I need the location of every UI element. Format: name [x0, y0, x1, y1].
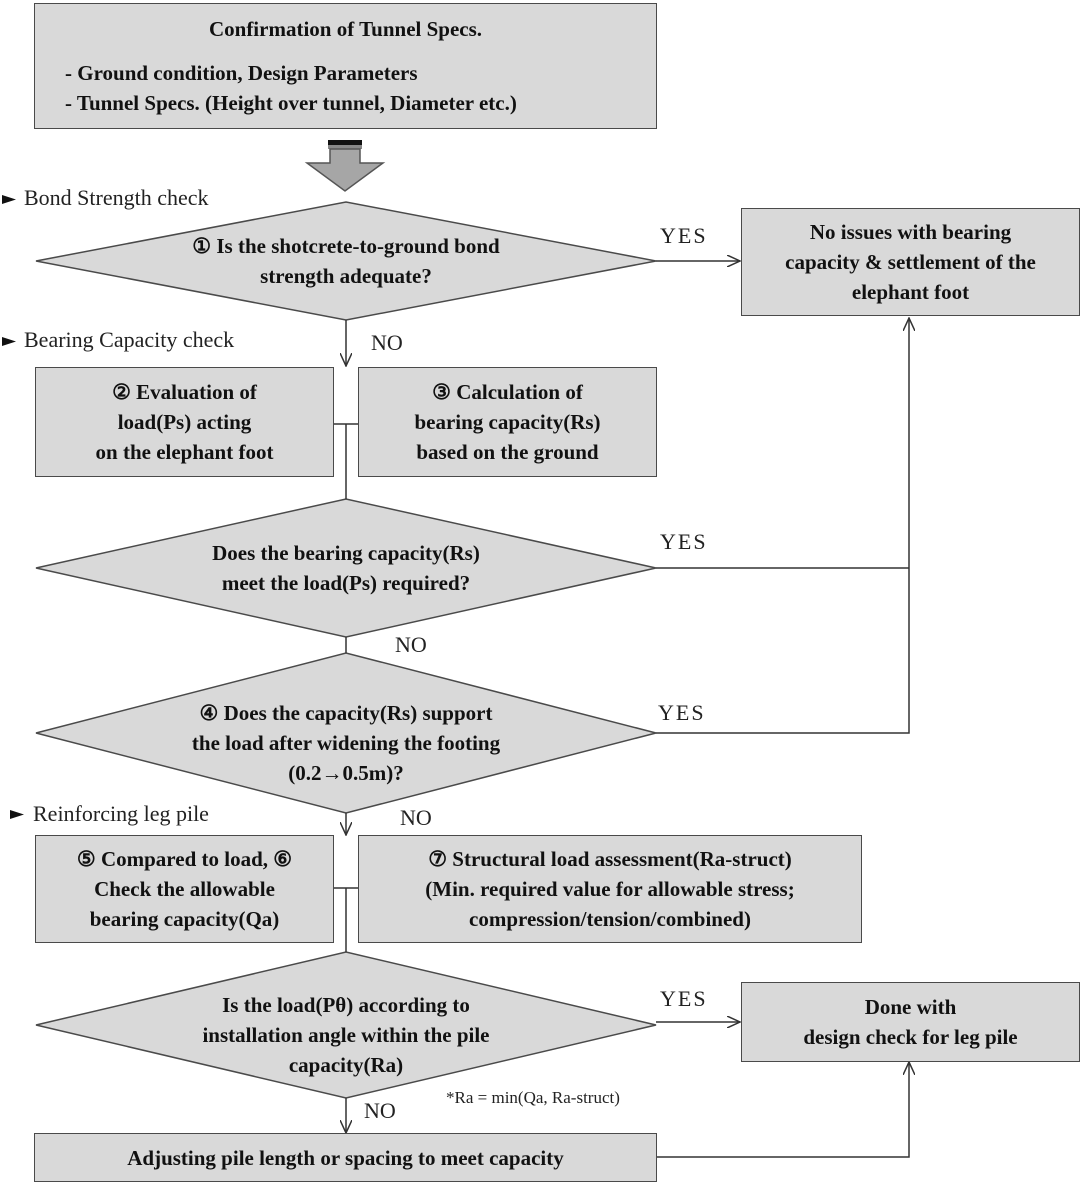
decision-2-text: Does the bearing capacity(Rs) meet the l…: [96, 538, 596, 598]
eval-load-line-2: load(Ps) acting: [117, 410, 252, 434]
decision-2-line-1: Does the bearing capacity(Rs): [212, 541, 480, 565]
decision-4-line-3: capacity(Ra): [288, 1053, 404, 1077]
structural-load-box: ⑦ Structural load assessment(Ra-struct) …: [358, 835, 862, 943]
decision-2-line-2: meet the load(Ps) required?: [221, 571, 471, 595]
decision-1-text: ① Is the shotcrete-to-ground bond streng…: [96, 231, 596, 291]
no-label-d1: NO: [371, 330, 403, 355]
decision-4-line-1: Is the load(Pθ) according to: [222, 993, 470, 1017]
done-line-1: Done with: [864, 995, 957, 1019]
eval-load-line-3: on the elephant foot: [95, 440, 274, 464]
no-label-d4: NO: [364, 1098, 396, 1123]
yes-label-d3: YES: [658, 700, 706, 725]
connector-adjust-done: [656, 1062, 909, 1158]
ra-formula-note: *Ra = min(Qa, Ra-struct): [446, 1088, 620, 1107]
evaluation-of-load-box: ② Evaluation of load(Ps) acting on the e…: [35, 367, 334, 477]
section-marker-pile: [10, 810, 24, 819]
connector-d3-yes: [656, 318, 909, 734]
decision-3-line-3: (0.2→0.5m)?: [288, 761, 404, 785]
tunnel-specs-item-1: - Ground condition, Design Parameters: [65, 61, 418, 85]
section-label-bearing: Bearing Capacity check: [24, 327, 235, 352]
decision-3-line-2: the load after widening the footing: [191, 731, 501, 755]
compare-line-3: bearing capacity(Qa): [89, 907, 280, 931]
compare-line-2: Check the allowable: [94, 877, 275, 901]
calc-bearing-line-2: bearing capacity(Rs): [414, 410, 601, 434]
calc-bearing-line-1: ③ Calculation of: [432, 380, 583, 404]
done-line-2: design check for leg pile: [803, 1025, 1018, 1049]
section-marker-bearing: [2, 337, 16, 346]
done-box: Done with design check for leg pile: [741, 982, 1080, 1062]
decision-4-line-2: installation angle within the pile: [202, 1023, 490, 1047]
no-issues-line-1: No issues with bearing: [809, 220, 1012, 244]
yes-label-d2: YES: [660, 529, 708, 554]
yes-label-d4: YES: [660, 986, 708, 1011]
tunnel-specs-item-2: - Tunnel Specs. (Height over tunnel, Dia…: [65, 91, 517, 115]
section-label-bond: Bond Strength check: [24, 185, 209, 210]
yes-label-d1: YES: [660, 223, 708, 248]
compare-line-1: ⑤ Compared to load, ⑥: [76, 847, 293, 871]
adjust-pile-text: Adjusting pile length or spacing to meet…: [127, 1145, 564, 1170]
decision-1-line-2: strength adequate?: [260, 264, 432, 288]
decision-3-line-1: ④ Does the capacity(Rs) support: [199, 701, 493, 725]
section-marker-bond: [2, 195, 16, 204]
decision-3-text: ④ Does the capacity(Rs) support the load…: [96, 698, 596, 788]
no-issues-line-2: capacity & settlement of the: [785, 250, 1036, 274]
decision-4-text: Is the load(Pθ) according to installatio…: [96, 990, 596, 1080]
no-label-d2: NO: [395, 632, 427, 657]
adjust-pile-box: Adjusting pile length or spacing to meet…: [34, 1133, 657, 1182]
calc-bearing-line-3: based on the ground: [416, 440, 599, 464]
big-down-arrow: [304, 140, 386, 192]
no-label-d3: NO: [400, 805, 432, 830]
calculation-of-bearing-box: ③ Calculation of bearing capacity(Rs) ba…: [358, 367, 657, 477]
tunnel-specs-box: Confirmation of Tunnel Specs. - Ground c…: [34, 3, 657, 129]
structural-line-3: compression/tension/combined): [469, 907, 751, 931]
no-issues-line-3: elephant foot: [851, 280, 970, 304]
structural-line-1: ⑦ Structural load assessment(Ra-struct): [428, 847, 792, 871]
eval-load-line-1: ② Evaluation of: [112, 380, 257, 404]
tunnel-specs-title: Confirmation of Tunnel Specs.: [208, 17, 483, 41]
decision-diamond-4: [35, 951, 657, 1099]
no-issues-box: No issues with bearing capacity & settle…: [741, 208, 1080, 316]
decision-1-line-1: ① Is the shotcrete-to-ground bond: [192, 234, 500, 258]
section-label-pile: Reinforcing leg pile: [33, 801, 209, 826]
compared-to-load-box: ⑤ Compared to load, ⑥ Check the allowabl…: [35, 835, 334, 943]
structural-line-2: (Min. required value for allowable stres…: [425, 877, 795, 901]
